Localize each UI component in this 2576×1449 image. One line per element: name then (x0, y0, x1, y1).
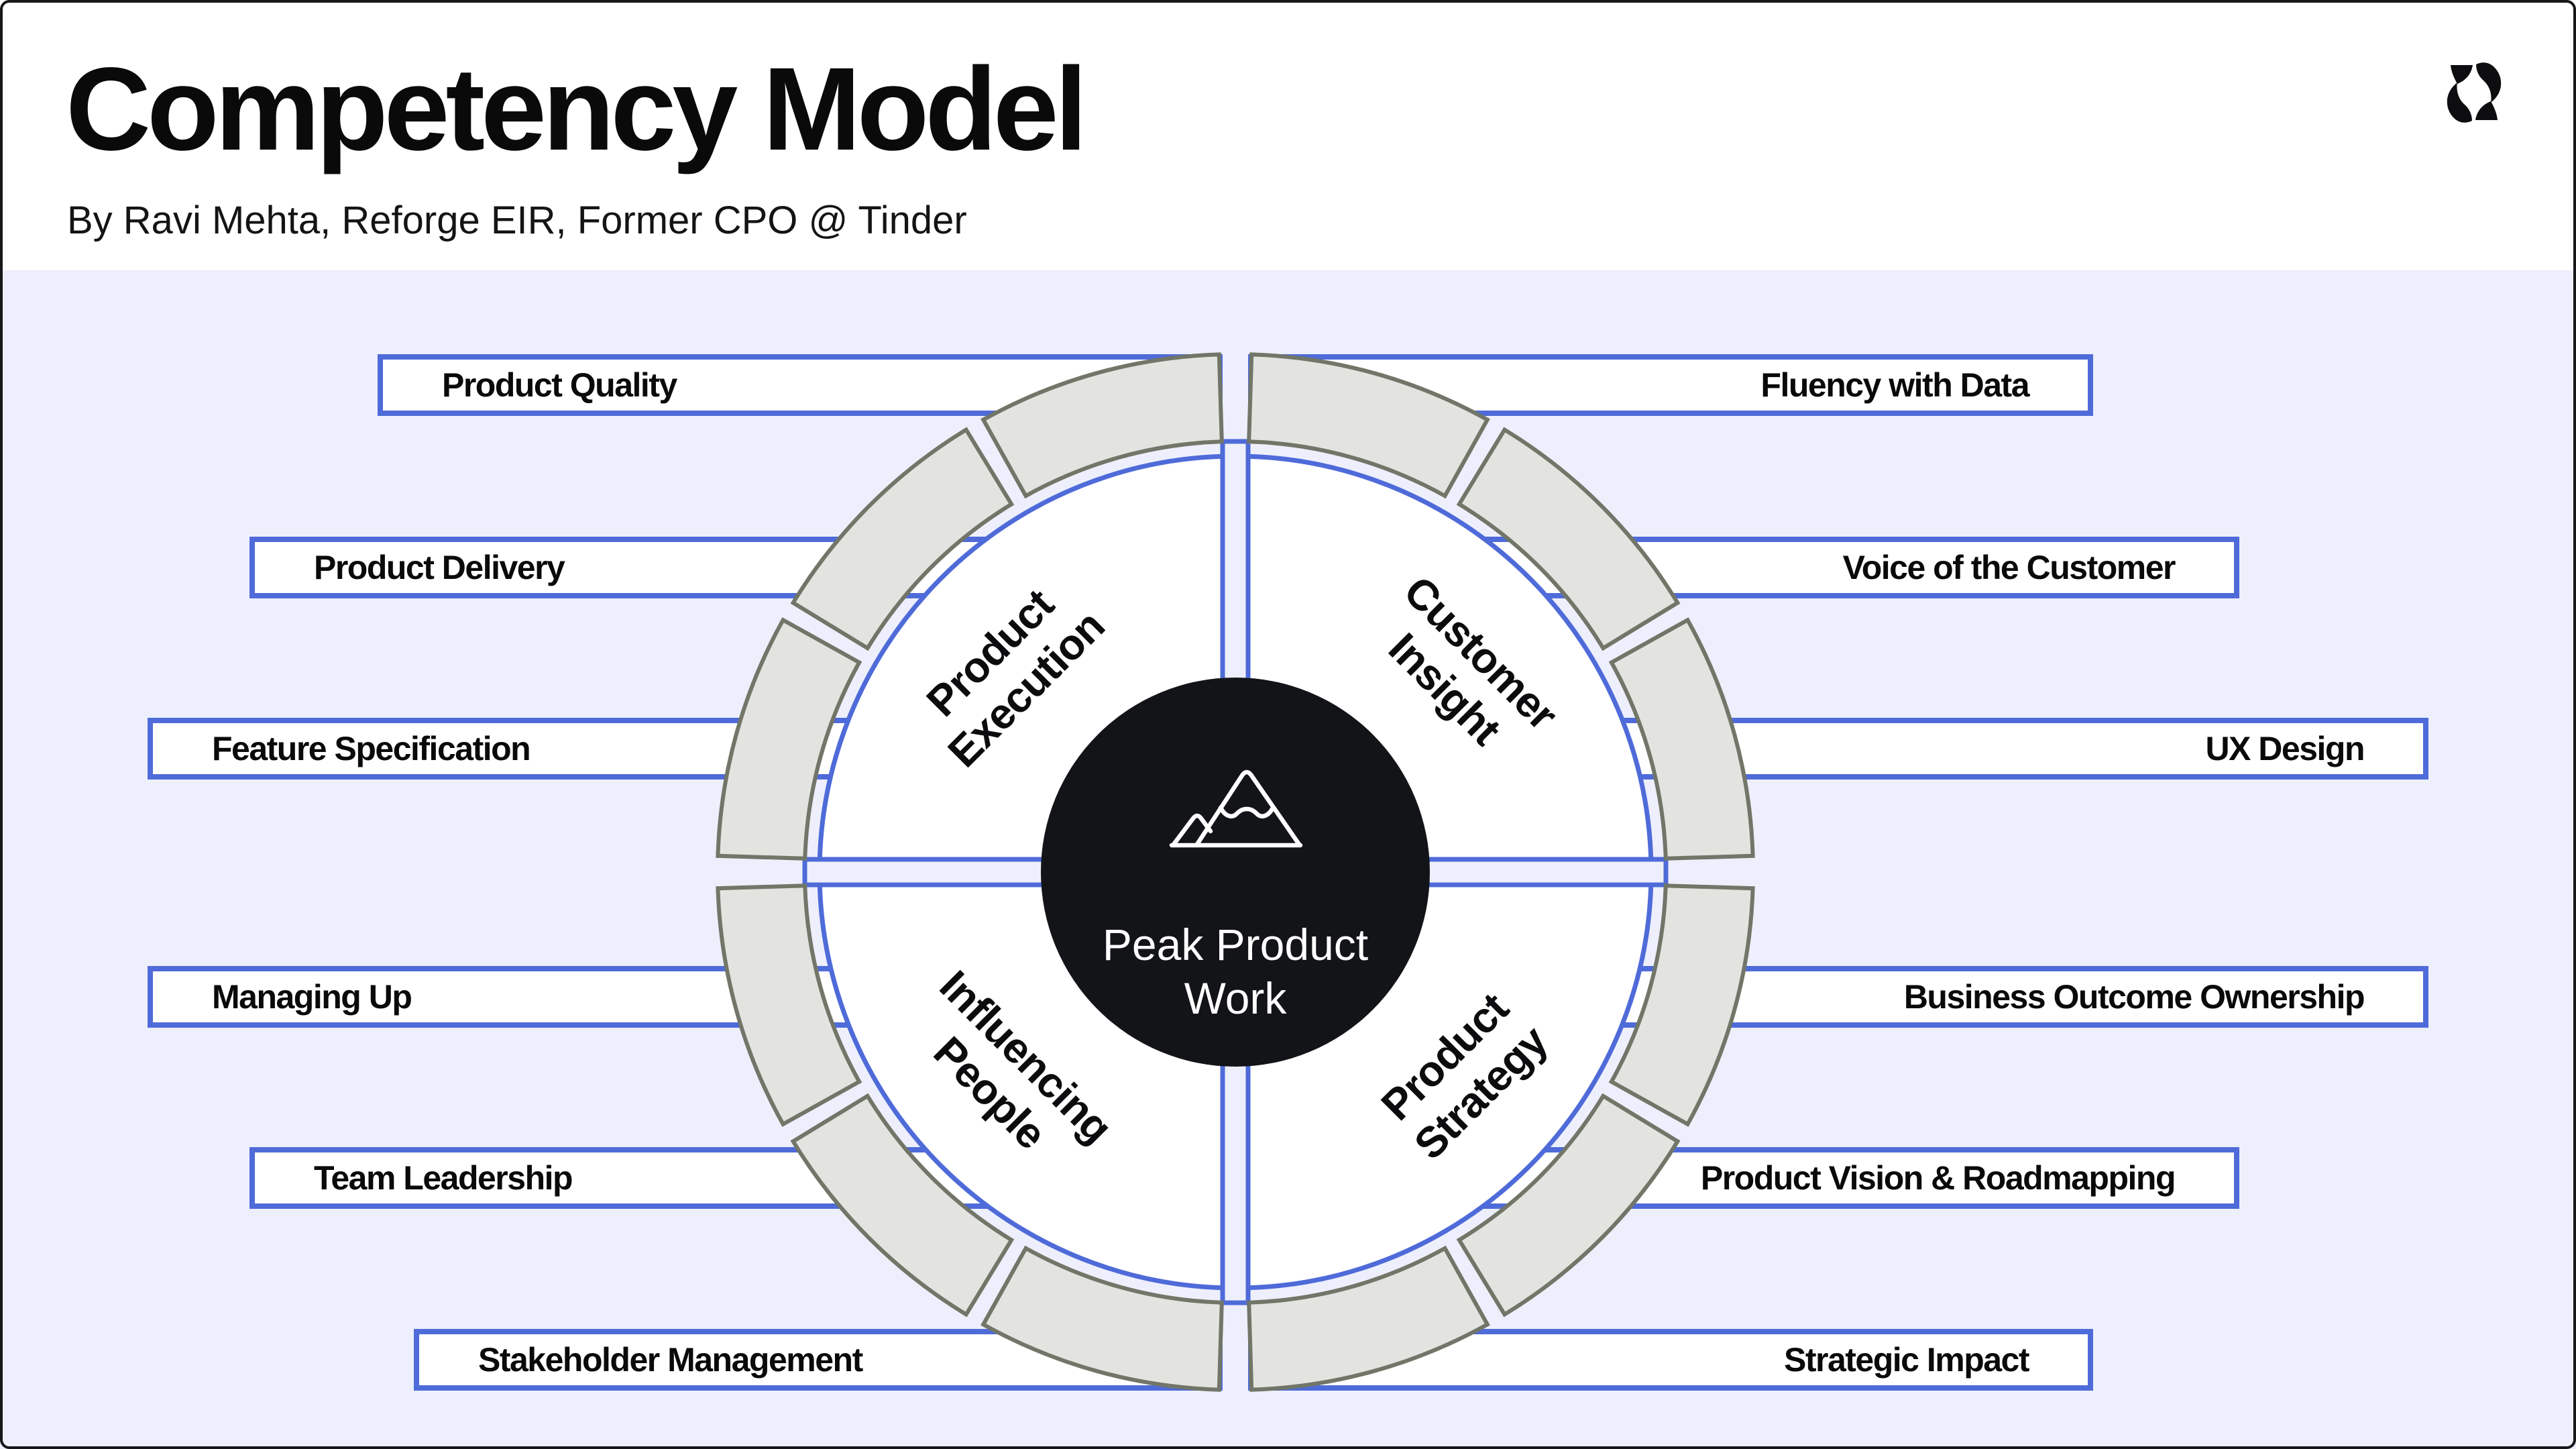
competency-label: Product Delivery (314, 549, 565, 586)
page-subtitle: By Ravi Mehta, Reforge EIR, Former CPO @… (67, 199, 967, 242)
center-label-peak-product-work: Peak Product Work (1102, 920, 1369, 1023)
competency-box-fluency-with-data: Fluency with Data (1248, 354, 2093, 416)
competency-label: Product Vision & Roadmapping (1700, 1159, 2176, 1197)
diagram-background (0, 270, 2576, 1449)
competency-box-product-vision-roadmapping: Product Vision & Roadmapping (1248, 1147, 2239, 1209)
header: Competency Model By Ravi Mehta, Reforge … (0, 0, 2576, 270)
competency-label: Voice of the Customer (1842, 549, 2176, 586)
competency-label: Stakeholder Management (478, 1341, 863, 1379)
competency-box-strategic-impact: Strategic Impact (1248, 1329, 2093, 1391)
competency-box-stakeholder-management: Stakeholder Management (414, 1329, 1223, 1391)
page-title: Competency Model (66, 44, 1088, 175)
competency-label: Business Outcome Ownership (1903, 978, 2365, 1016)
competency-label: Fluency with Data (1760, 366, 2029, 404)
competency-label: Team Leadership (314, 1159, 573, 1197)
competency-box-managing-up: Managing Up (148, 966, 1223, 1028)
competency-box-voice-of-the-customer: Voice of the Customer (1248, 537, 2239, 598)
competency-label: Feature Specification (212, 730, 531, 767)
competency-box-business-outcome-ownership: Business Outcome Ownership (1248, 966, 2428, 1028)
competency-box-product-delivery: Product Delivery (249, 537, 1223, 598)
reforge-logo-icon (2447, 62, 2502, 123)
competency-label: Product Quality (442, 366, 677, 404)
competency-label: Strategic Impact (1783, 1341, 2030, 1379)
competency-box-product-quality: Product Quality (378, 354, 1223, 416)
competency-box-ux-design: UX Design (1248, 718, 2428, 780)
competency-box-feature-specification: Feature Specification (148, 718, 1223, 780)
competency-label: Managing Up (212, 978, 412, 1016)
competency-label: UX Design (2205, 730, 2365, 767)
